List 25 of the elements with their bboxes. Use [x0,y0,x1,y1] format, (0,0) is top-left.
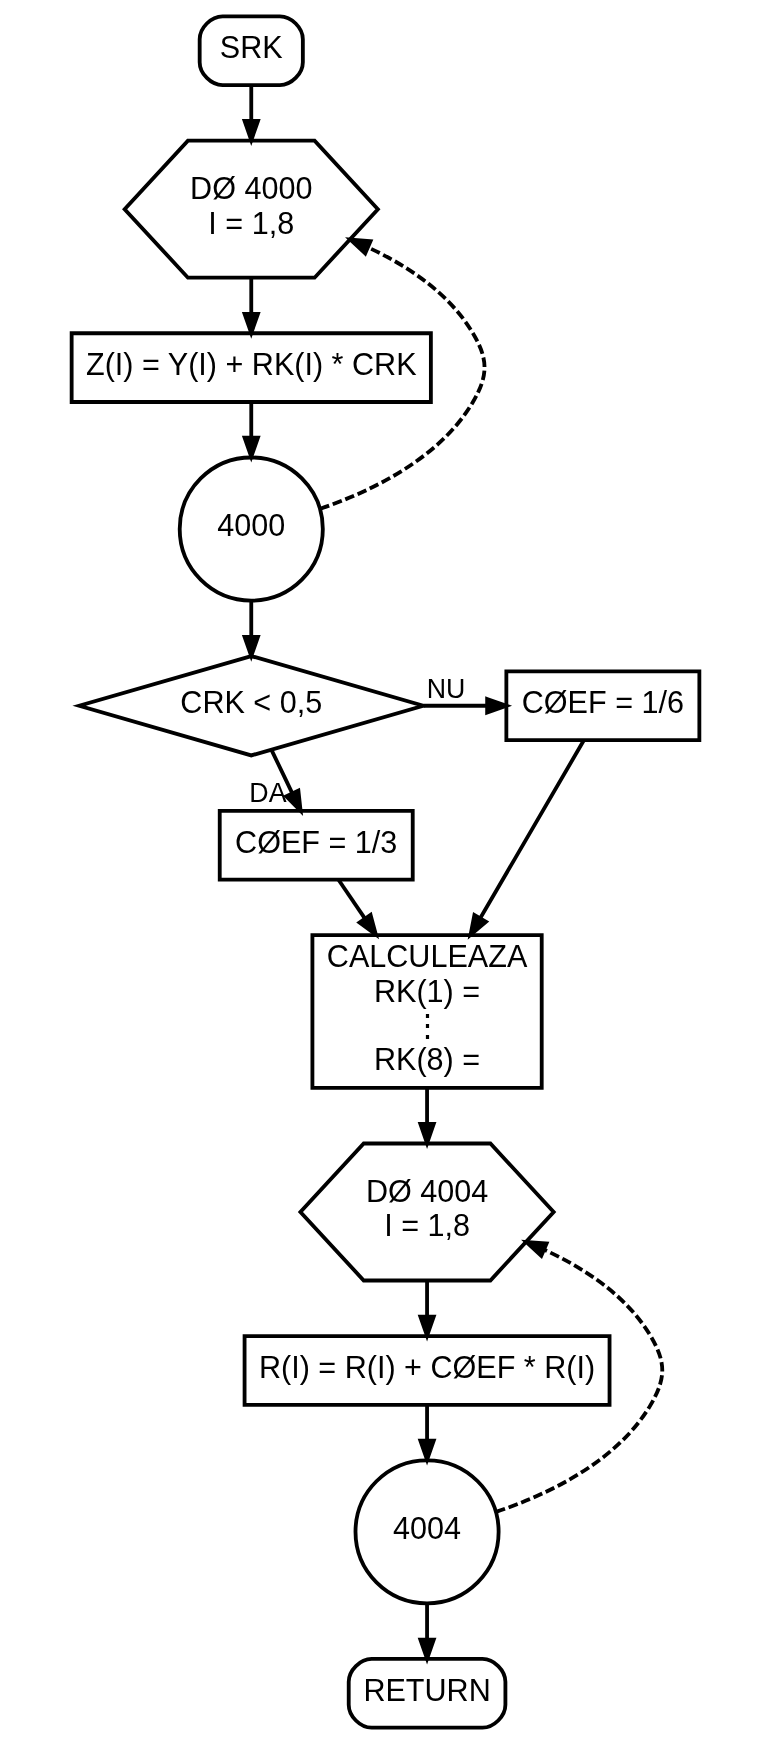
node-box: RETURN [346,1657,507,1730]
node-box: CØEF = 1/6 [503,669,701,743]
node-box: CALCULEAZA RK(1) = ⋮ RK(8) = [310,933,544,1090]
arrow [336,878,379,940]
arrow [241,402,261,463]
edge-label: DA [248,777,287,808]
node-box: CØEF = 1/3 [217,808,415,882]
node-circle: 4000 [177,455,325,603]
arrow [417,1088,436,1149]
arrow [241,278,261,339]
arrow [417,1405,436,1466]
arrow [269,749,303,816]
arrow [241,600,261,662]
arrow [241,85,261,146]
edge-label: NU [426,674,465,705]
node-circle: 4004 [353,1458,501,1606]
node-box: Z(I) = Y(I) + RK(I) * CRK [69,331,433,404]
arrow [319,237,486,511]
arrow [423,696,512,716]
arrow [417,1604,436,1665]
arrow [495,1239,664,1514]
arrow [417,1281,436,1342]
node-box: SRK [197,14,305,87]
arrow [467,739,585,940]
node-box: R(I) = R(I) + CØEF * R(I) [242,1334,611,1407]
